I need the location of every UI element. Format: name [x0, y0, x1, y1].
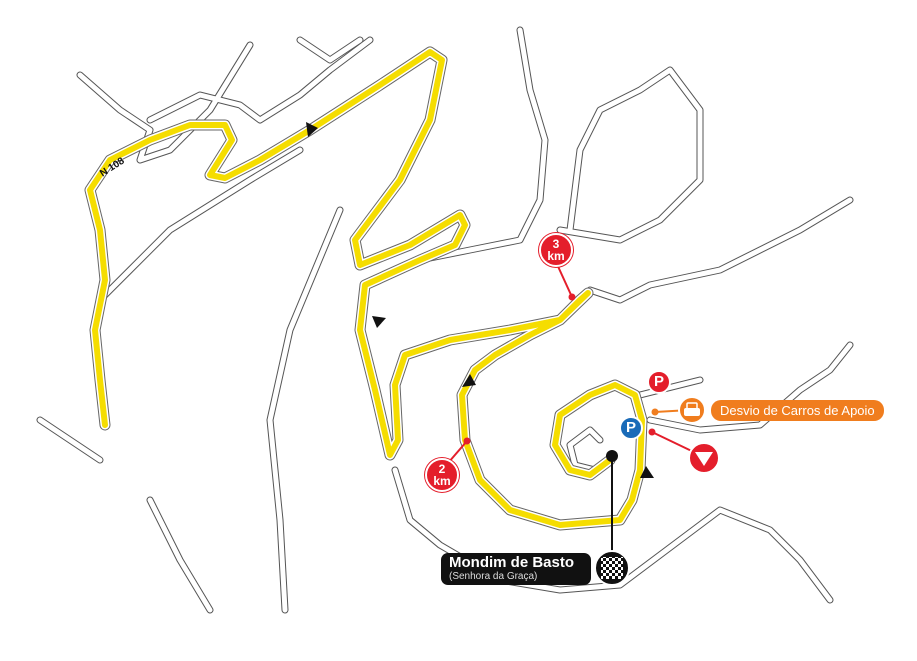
km-number: 2 — [438, 462, 446, 476]
arrow-icon — [372, 316, 386, 328]
km-unit: km — [433, 474, 451, 488]
support-car-icon — [678, 396, 706, 424]
arrow-icon — [306, 122, 318, 137]
finish-subtitle: (Senhora da Graça) — [449, 571, 538, 582]
km-marker-3: 3 km — [539, 233, 573, 267]
km-number: 3 — [552, 237, 560, 251]
finish-label: Mondim de Basto (Senhora da Graça) — [441, 553, 591, 585]
km-marker-2: 2 km — [425, 458, 459, 492]
arrow-icon — [462, 374, 476, 387]
no-entry-sign — [688, 442, 720, 474]
finish-title: Mondim de Basto — [449, 554, 575, 571]
race-route — [84, 46, 648, 531]
background-roads — [36, 26, 854, 614]
support-cars-detour-label: Desvio de Carros de Apoio — [711, 400, 884, 421]
direction-arrows — [306, 122, 654, 478]
parking-blue-icon: P — [619, 416, 643, 440]
parking-red-icon: P — [647, 370, 671, 394]
finish-flag-icon — [594, 550, 630, 586]
arrow-icon — [640, 466, 654, 478]
km-unit: km — [547, 249, 565, 263]
